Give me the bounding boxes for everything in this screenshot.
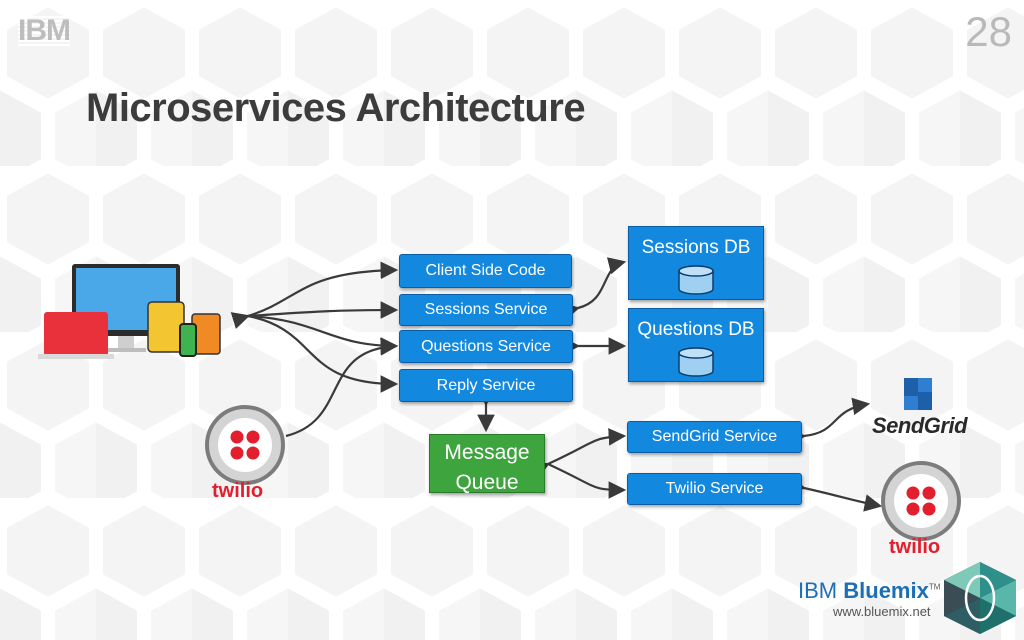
sessions-db-label: Sessions DB xyxy=(641,237,751,258)
message-queue-box: Message Queue xyxy=(429,434,545,494)
sendgrid-logo-icon xyxy=(904,378,932,410)
twilio-right-wordmark: twilio xyxy=(889,536,941,558)
sendgrid-service-box: SendGrid Service xyxy=(627,421,802,453)
bluemix-logo-icon xyxy=(944,562,1016,634)
arrow-devices-reply xyxy=(247,314,399,393)
bluemix-ibm: IBM xyxy=(798,578,838,603)
sessions-service-box: Sessions Service xyxy=(399,294,573,326)
arrow-queue-twilio xyxy=(547,463,627,499)
twilio-logo-icon xyxy=(881,461,961,541)
database-icon xyxy=(678,347,714,377)
arrow-twilio-questions xyxy=(285,338,399,438)
arrow-devices-sessions xyxy=(247,301,399,319)
arrow-queue-sendgrid xyxy=(530,428,627,479)
bluemix-url: www.bluemix.net xyxy=(833,604,931,619)
bluemix-name: Bluemix xyxy=(843,578,929,603)
twilio-service-box: Twilio Service xyxy=(627,473,802,505)
slide-number: 28 xyxy=(965,8,1012,55)
slide-title: Microservices Architecture xyxy=(86,86,586,130)
database-icon xyxy=(678,265,714,295)
arrow-sessions-db xyxy=(560,257,627,321)
bluemix-wordmark: IBM BluemixTM xyxy=(798,578,940,604)
bluemix-tm: TM xyxy=(928,582,941,592)
questions-db-box: Questions DB xyxy=(628,308,764,382)
arrow-sendgrid-logo xyxy=(787,397,871,447)
sendgrid-wordmark: SendGrid xyxy=(872,413,968,438)
reply-service-box: Reply Service xyxy=(399,369,573,402)
arrow-twilio-logo xyxy=(787,476,883,512)
twilio-left-wordmark: twilio xyxy=(212,480,264,502)
client-side-code-box: Client Side Code xyxy=(399,254,572,288)
arrow-devices-client xyxy=(230,261,399,329)
arrow-devices-questions xyxy=(247,314,399,355)
twilio-logo-icon xyxy=(205,405,285,485)
questions-db-label: Questions DB xyxy=(637,319,755,340)
questions-service-box: Questions Service xyxy=(399,330,573,363)
sessions-db-box: Sessions DB xyxy=(628,226,764,300)
devices-icon xyxy=(38,264,221,359)
queue-line1: Message xyxy=(444,441,530,464)
ibm-logo: IBM xyxy=(18,14,71,47)
queue-line2: Queue xyxy=(455,471,519,494)
